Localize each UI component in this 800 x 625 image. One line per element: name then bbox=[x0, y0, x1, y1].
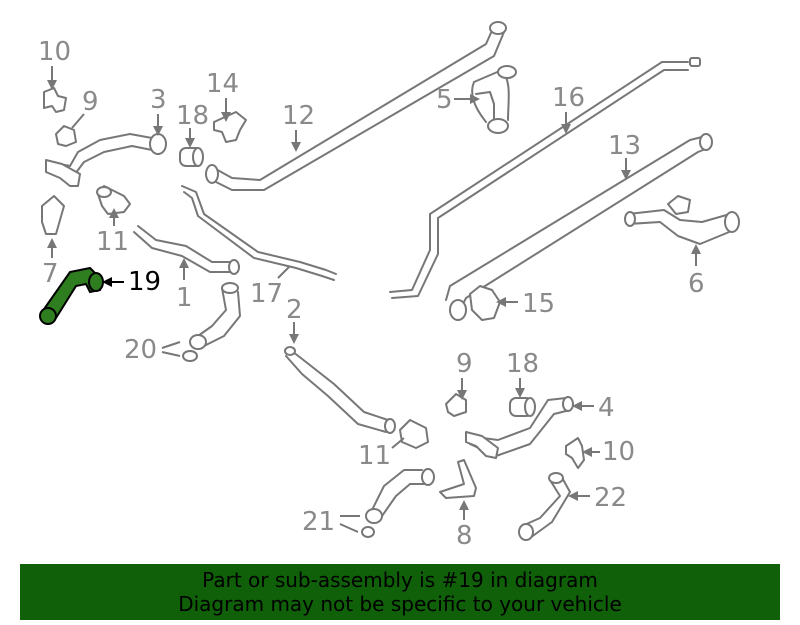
label-part-22: 22 bbox=[594, 483, 627, 513]
part-22-hose[interactable] bbox=[518, 472, 571, 541]
leader-part-21b bbox=[339, 523, 359, 533]
part-5-elbow-hose[interactable] bbox=[471, 65, 517, 134]
label-part-5: 5 bbox=[436, 85, 453, 115]
part-18-connector-upper[interactable] bbox=[179, 147, 204, 167]
label-part-14: 14 bbox=[206, 69, 239, 99]
part-9-clip-upper[interactable] bbox=[55, 125, 77, 147]
label-part-20: 20 bbox=[124, 335, 157, 365]
label-part-21: 21 bbox=[302, 507, 335, 537]
part-2-hose[interactable] bbox=[284, 346, 396, 434]
label-part-6: 6 bbox=[688, 269, 705, 299]
parts-diagram: 10 9 3 18 14 12 bbox=[38, 21, 740, 551]
label-part-9-upper: 9 bbox=[82, 87, 99, 117]
label-part-7: 7 bbox=[42, 259, 59, 289]
part-14-bracket[interactable] bbox=[213, 111, 247, 143]
label-part-1: 1 bbox=[176, 283, 193, 313]
label-part-3: 3 bbox=[150, 85, 167, 115]
part-17-thin-tube[interactable] bbox=[181, 185, 337, 281]
label-part-11-lower: 11 bbox=[358, 441, 391, 471]
part-15-fitting[interactable] bbox=[469, 285, 501, 321]
label-part-9-lower: 9 bbox=[456, 349, 473, 379]
part-9-clip-lower[interactable] bbox=[445, 393, 467, 417]
label-part-17: 17 bbox=[250, 279, 283, 309]
banner-line-1: Part or sub-assembly is #19 in diagram bbox=[202, 568, 598, 592]
part-3-coolant-hose[interactable] bbox=[45, 133, 167, 187]
part-10-bracket-lower[interactable] bbox=[565, 437, 585, 469]
part-11-tube-lower[interactable] bbox=[399, 419, 429, 449]
label-part-19: 19 bbox=[128, 267, 161, 297]
leader-part-17 bbox=[277, 265, 291, 279]
part-16-thin-tube[interactable] bbox=[389, 57, 701, 299]
part-8-bracket[interactable] bbox=[439, 459, 477, 499]
label-part-12: 12 bbox=[282, 101, 315, 131]
part-4-hose[interactable] bbox=[465, 396, 574, 459]
part-7-bracket[interactable] bbox=[41, 195, 65, 235]
part-11-tube-upper[interactable] bbox=[96, 185, 131, 215]
leader-part-20a bbox=[161, 341, 181, 349]
leader-part-9-upper bbox=[71, 113, 85, 129]
label-part-11-upper: 11 bbox=[96, 227, 129, 257]
label-part-10-lower: 10 bbox=[602, 437, 635, 467]
label-part-10-upper: 10 bbox=[38, 37, 71, 67]
part-1-hose[interactable] bbox=[133, 225, 240, 275]
label-part-8: 8 bbox=[456, 521, 473, 551]
part-20-hose[interactable] bbox=[182, 282, 241, 362]
leader-part-11-lower bbox=[391, 437, 405, 449]
label-part-2: 2 bbox=[286, 295, 303, 325]
part-19-highlighted-hose[interactable] bbox=[39, 266, 104, 325]
part-18-connector-lower[interactable] bbox=[509, 397, 536, 417]
label-part-15: 15 bbox=[522, 289, 555, 319]
part-6-hose-fitting[interactable] bbox=[624, 195, 740, 245]
label-part-13: 13 bbox=[608, 131, 641, 161]
label-part-4: 4 bbox=[598, 393, 615, 423]
part-10-bracket-upper[interactable] bbox=[43, 87, 67, 113]
banner-line-2: Diagram may not be specific to your vehi… bbox=[178, 592, 622, 616]
leader-part-20b bbox=[161, 351, 181, 357]
label-part-18-upper: 18 bbox=[176, 101, 209, 131]
part-12-long-pipe[interactable] bbox=[205, 21, 507, 191]
label-part-16: 16 bbox=[552, 83, 585, 113]
part-21-hose[interactable] bbox=[361, 468, 435, 538]
part-13-long-pipe[interactable] bbox=[445, 133, 713, 321]
info-banner: Part or sub-assembly is #19 in diagram D… bbox=[20, 564, 780, 620]
label-part-18-lower: 18 bbox=[506, 349, 539, 379]
